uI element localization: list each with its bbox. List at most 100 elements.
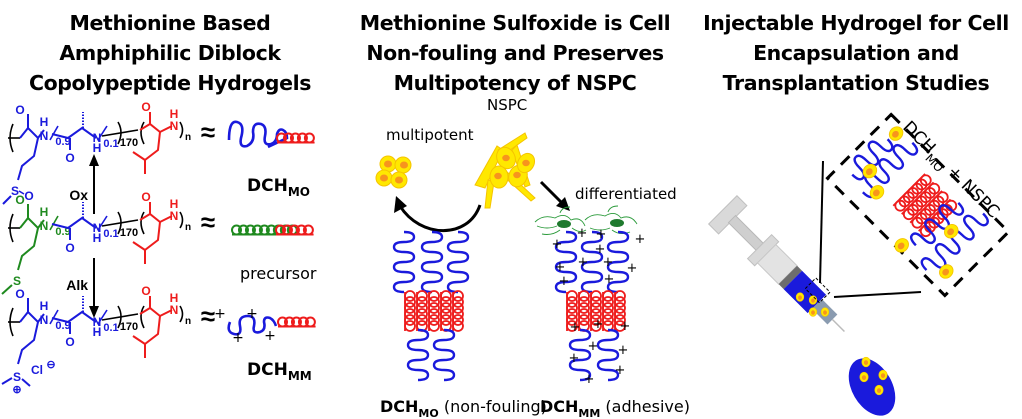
polymer-coil-icon xyxy=(568,328,592,382)
polymer-cartoons: ++++ xyxy=(214,120,316,346)
right-panel-title: Injectable Hydrogel for Cell Encapsulati… xyxy=(690,8,1022,98)
n-atom: N xyxy=(93,221,102,235)
repeat-n: n xyxy=(185,222,191,233)
h-atom: H xyxy=(93,231,102,245)
polymer-coil-icon xyxy=(554,230,578,294)
syringe-icon xyxy=(707,195,845,333)
oxygen-atom: O xyxy=(65,151,74,165)
arrow-head-icon xyxy=(89,154,99,166)
zoom-line xyxy=(819,160,824,284)
polymer-coil-icon xyxy=(432,328,456,382)
oxygen-atom: O xyxy=(65,241,74,255)
charge-plus: + xyxy=(603,255,614,270)
neuron-icon xyxy=(534,205,638,235)
h-atom: H xyxy=(40,299,49,313)
helix-icon xyxy=(277,316,316,328)
oxygen-atom: O xyxy=(24,189,33,203)
ox-arrow: Ox xyxy=(69,154,99,214)
sulfur-atom: S xyxy=(11,184,19,198)
charge-plus: + xyxy=(615,363,626,378)
alk-label: Alk xyxy=(66,277,88,293)
title-line: Amphiphilic Diblock xyxy=(59,41,281,65)
n-atom: N xyxy=(170,303,179,317)
approx-symbol: ≈ xyxy=(201,207,215,237)
h-atom: H xyxy=(170,291,179,305)
n-atom: N xyxy=(93,131,102,145)
charge-plus: + xyxy=(246,306,258,322)
degree-of-polymerization: 170 xyxy=(120,227,138,239)
polymer-coil-icon xyxy=(446,230,470,294)
n-atom: N xyxy=(40,313,49,327)
n-atom: N xyxy=(170,119,179,133)
zoom-line xyxy=(833,291,922,298)
nspc-label: NSPC xyxy=(487,96,527,114)
neuron-body xyxy=(557,220,571,228)
approx-symbol: ≈ xyxy=(201,117,215,147)
zoom-region-box xyxy=(804,277,831,304)
helix-icon xyxy=(276,132,315,144)
nspc-cell-icon xyxy=(941,221,962,242)
polymer-coil-icon xyxy=(227,314,278,336)
charge-plus: + xyxy=(604,272,615,287)
charge-plus: + xyxy=(578,255,589,270)
sulfur-atom: S xyxy=(13,274,21,288)
helix-icon xyxy=(404,290,464,332)
title-line: Encapsulation and xyxy=(753,41,959,65)
fraction-label: 0.1 xyxy=(103,138,118,150)
helix-icon xyxy=(231,224,298,236)
polymer-coil-icon xyxy=(580,230,604,294)
charge-plus: + xyxy=(593,317,604,332)
charge-plus: + xyxy=(264,328,276,344)
nspc-cell-icon xyxy=(891,235,912,256)
h-atom: H xyxy=(170,197,179,211)
curved-arrow-icon xyxy=(394,196,482,233)
neuron-body xyxy=(610,219,624,227)
charge-plus: + xyxy=(584,372,595,387)
degree-of-polymerization: 170 xyxy=(120,321,138,333)
title-line: Transplantation Studies xyxy=(722,71,990,95)
charge-plus: + xyxy=(559,274,570,289)
fraction-label: 0.1 xyxy=(103,322,118,334)
charge-plus: + xyxy=(596,227,607,242)
n-atom: N xyxy=(40,129,49,143)
precursor-label: precursor xyxy=(240,264,317,283)
oxygen-atom: O xyxy=(15,287,24,301)
polymer-coil-icon xyxy=(392,230,416,294)
charge-plus: + xyxy=(595,242,606,257)
polymer-coil-icon xyxy=(861,141,919,199)
repeat-n: n xyxy=(185,132,191,143)
differentiated-label: differentiated xyxy=(575,185,677,203)
polymer-coil-icon xyxy=(406,328,430,382)
chloride-label: Cl xyxy=(31,363,43,377)
left-panel-title: Methionine Based Amphiphilic Diblock Cop… xyxy=(0,8,340,98)
helix-icon xyxy=(566,290,626,332)
h-atom: H xyxy=(40,115,49,129)
ox-label: Ox xyxy=(69,187,88,203)
differentiation-arrow-icon xyxy=(539,180,570,211)
polymer-coil-icon xyxy=(596,328,620,382)
n-atom: N xyxy=(93,315,102,329)
dch-mm-caption: DCHMM (adhesive) xyxy=(540,397,690,419)
oxygen-atom: O xyxy=(15,193,24,207)
fraction-label: 0.1 xyxy=(103,228,118,240)
polymer-coil-icon xyxy=(420,230,444,294)
arrow-head-icon xyxy=(89,306,99,318)
charge-plus: + xyxy=(627,261,638,276)
charge-plus: + xyxy=(618,343,629,358)
charge-plus: + xyxy=(232,330,244,346)
charge-plus: + xyxy=(214,306,226,322)
title-line: Non-fouling and Preserves xyxy=(366,41,664,65)
approx-symbol: ≈ xyxy=(201,301,215,331)
dch-mo-label: DCHMO xyxy=(247,176,310,199)
fraction-label: 0.9 xyxy=(55,226,70,238)
title-line: Methionine Based xyxy=(69,11,271,35)
charge-plus: + xyxy=(555,260,566,275)
middle-panel-title: Methionine Sulfoxide is Cell Non-fouling… xyxy=(345,8,685,98)
degree-of-polymerization: 170 xyxy=(120,137,138,149)
title-line: Methionine Sulfoxide is Cell xyxy=(359,11,671,35)
polymer-coil-icon xyxy=(909,202,965,247)
oxygen-atom: O xyxy=(141,100,150,114)
hydrogel-drop-icon xyxy=(848,356,896,416)
polymer-coil-icon xyxy=(606,230,630,294)
